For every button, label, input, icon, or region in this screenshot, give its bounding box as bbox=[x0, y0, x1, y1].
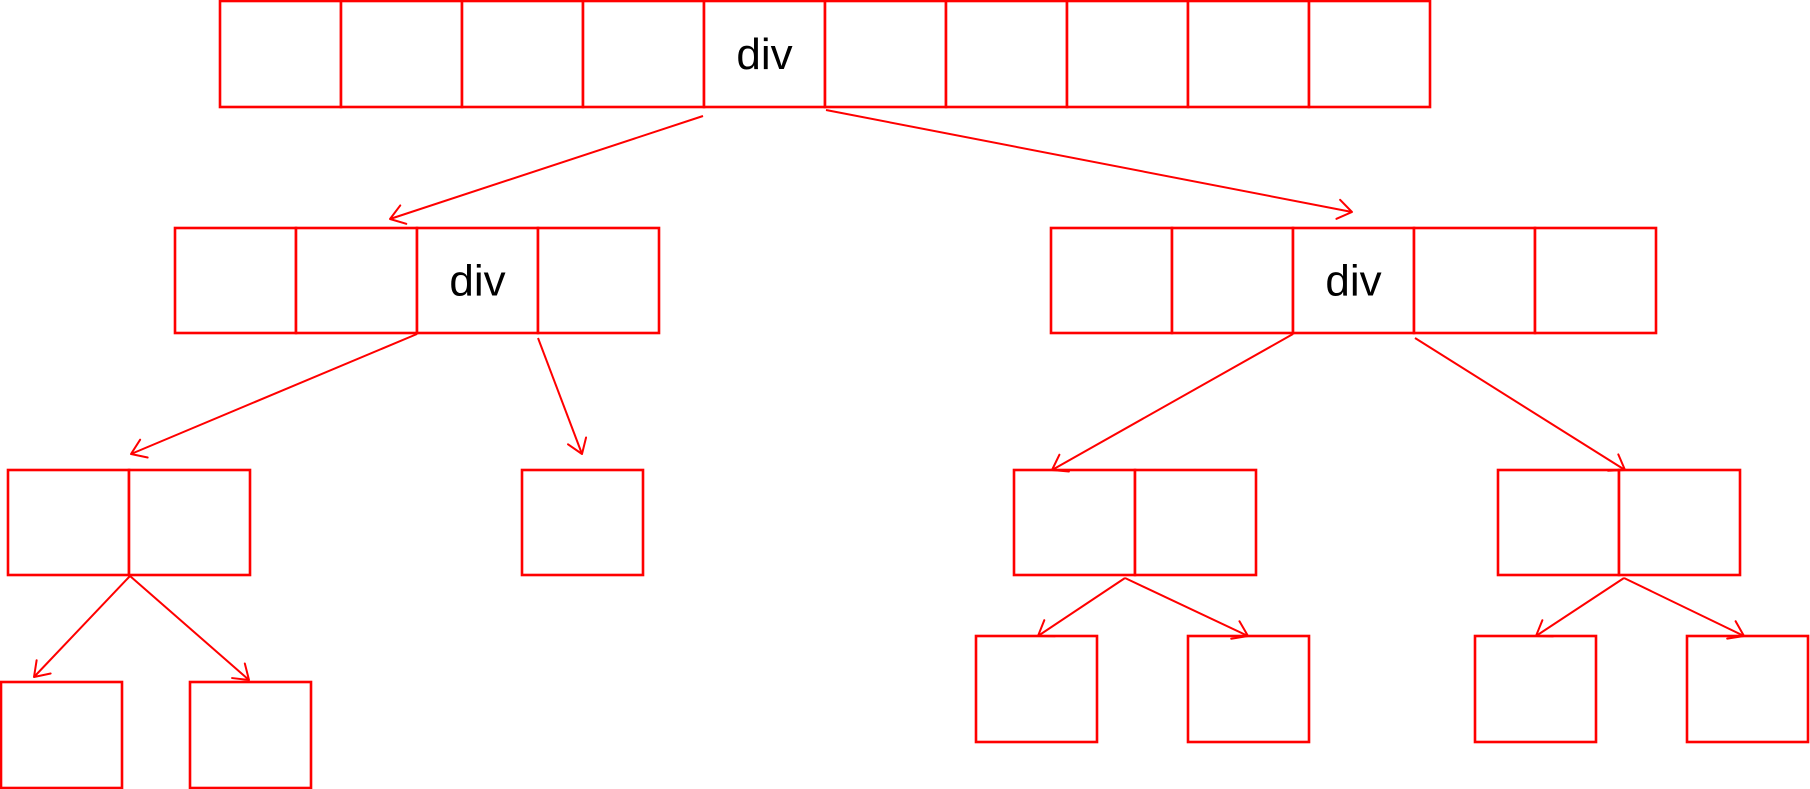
cell-box bbox=[1012, 468, 1137, 577]
arrow-line bbox=[537, 337, 583, 455]
arrowhead-icon bbox=[1726, 620, 1745, 640]
cell-box bbox=[6, 468, 131, 577]
cell-box bbox=[1065, 0, 1190, 109]
cell-box bbox=[1412, 226, 1537, 335]
cell-box bbox=[218, 0, 343, 109]
cell-box bbox=[0, 680, 124, 789]
connector-arrow bbox=[1037, 577, 1126, 638]
cell-box bbox=[1291, 226, 1416, 335]
arrowhead-icon bbox=[1535, 619, 1554, 638]
cell-label: div bbox=[449, 257, 505, 306]
cell-label: div bbox=[736, 30, 792, 79]
arrow-line bbox=[1051, 333, 1294, 471]
cell-row-l4-a bbox=[0, 680, 124, 789]
cell-box bbox=[173, 226, 298, 335]
cell-row-l3-d bbox=[1496, 468, 1742, 577]
arrow-line bbox=[389, 115, 704, 220]
arrowhead-icon bbox=[231, 662, 250, 681]
cell-box bbox=[188, 680, 313, 789]
arrowhead-icon bbox=[389, 204, 408, 225]
connector-arrow bbox=[1124, 577, 1249, 640]
cell-row-l3-b bbox=[520, 468, 645, 577]
arrowhead-icon bbox=[1230, 620, 1249, 640]
cell-row-l4-c bbox=[974, 634, 1099, 744]
cell-box bbox=[944, 0, 1069, 109]
cell-box bbox=[1049, 226, 1174, 335]
cell-row-l4-b bbox=[188, 680, 313, 789]
cell-box bbox=[1186, 0, 1311, 109]
connector-arrow bbox=[130, 333, 418, 459]
cell-row-l4-d bbox=[1186, 634, 1311, 744]
cell-box bbox=[1685, 634, 1810, 744]
cell-box bbox=[1473, 634, 1598, 744]
cell-box bbox=[1496, 468, 1621, 577]
cell-box bbox=[702, 0, 827, 109]
arrowhead-icon bbox=[1335, 198, 1353, 220]
cell-box bbox=[460, 0, 585, 109]
cell-row-mid-left: div bbox=[173, 226, 661, 335]
cell-box bbox=[520, 468, 645, 577]
cell-box bbox=[339, 0, 464, 109]
cell-box bbox=[581, 0, 706, 109]
arrow-line bbox=[1124, 577, 1249, 637]
cell-box bbox=[1170, 226, 1295, 335]
cell-box bbox=[974, 634, 1099, 744]
cell-label: div bbox=[1325, 257, 1381, 306]
cell-row-l4-f bbox=[1685, 634, 1810, 744]
cell-row-l3-a bbox=[6, 468, 252, 577]
connector-arrow bbox=[129, 575, 250, 681]
connector-arrow bbox=[825, 109, 1353, 220]
arrow-line bbox=[1535, 577, 1625, 637]
connector-arrow bbox=[1535, 577, 1625, 638]
arrow-line bbox=[33, 575, 131, 678]
arrowhead-icon bbox=[33, 659, 52, 678]
connector-arrow bbox=[537, 337, 588, 455]
arrow-line bbox=[825, 109, 1353, 213]
cell-box bbox=[536, 226, 661, 335]
arrow-line bbox=[1414, 337, 1626, 471]
cell-box bbox=[1307, 0, 1432, 109]
cell-box bbox=[823, 0, 948, 109]
connector-arrow bbox=[389, 115, 704, 225]
arrowhead-icon bbox=[1051, 453, 1070, 473]
cell-box bbox=[1617, 468, 1742, 577]
cell-box bbox=[294, 226, 419, 335]
cell-box bbox=[1133, 468, 1258, 577]
arrow-line bbox=[1037, 577, 1126, 637]
arrowhead-icon bbox=[567, 436, 588, 455]
arrow-line bbox=[1623, 577, 1745, 637]
cell-box bbox=[1186, 634, 1311, 744]
cell-box bbox=[1533, 226, 1658, 335]
cell-row-l4-e bbox=[1473, 634, 1598, 744]
connector-arrow bbox=[1051, 333, 1294, 473]
cell-row-mid-right: div bbox=[1049, 226, 1658, 335]
arrow-line bbox=[129, 575, 250, 681]
cell-box bbox=[127, 468, 252, 577]
arrow-line bbox=[130, 333, 418, 455]
cell-row-l3-c bbox=[1012, 468, 1258, 577]
arrowhead-icon bbox=[1607, 453, 1626, 472]
arrowhead-icon bbox=[1037, 619, 1056, 638]
cell-row-top: div bbox=[218, 0, 1432, 109]
cell-box bbox=[415, 226, 540, 335]
arrowhead-icon bbox=[130, 438, 149, 459]
connector-arrow bbox=[33, 575, 131, 678]
connector-arrow bbox=[1623, 577, 1745, 640]
connector-arrow bbox=[1414, 337, 1626, 472]
